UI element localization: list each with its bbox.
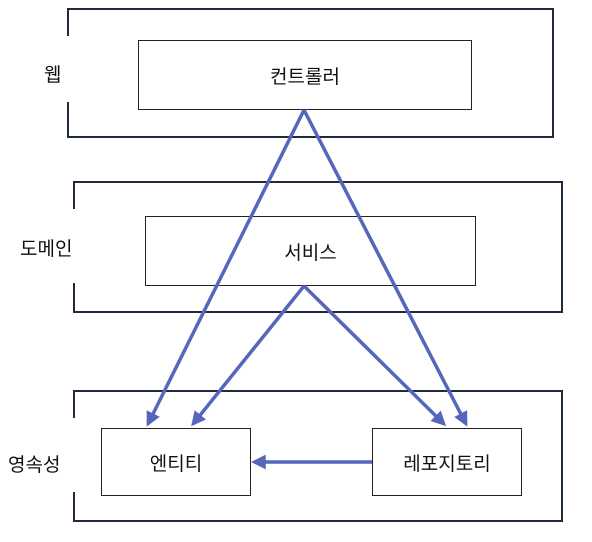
persistence-layer-label: 영속성 <box>8 454 61 476</box>
web-layer-label: 웹 <box>44 64 62 86</box>
entity-node: 엔티티 <box>101 428 251 496</box>
controller-node: 컨트롤러 <box>138 40 472 110</box>
repository-node: 레포지토리 <box>372 428 522 496</box>
service-node: 서비스 <box>145 216 476 286</box>
domain-layer-label: 도메인 <box>20 238 73 260</box>
